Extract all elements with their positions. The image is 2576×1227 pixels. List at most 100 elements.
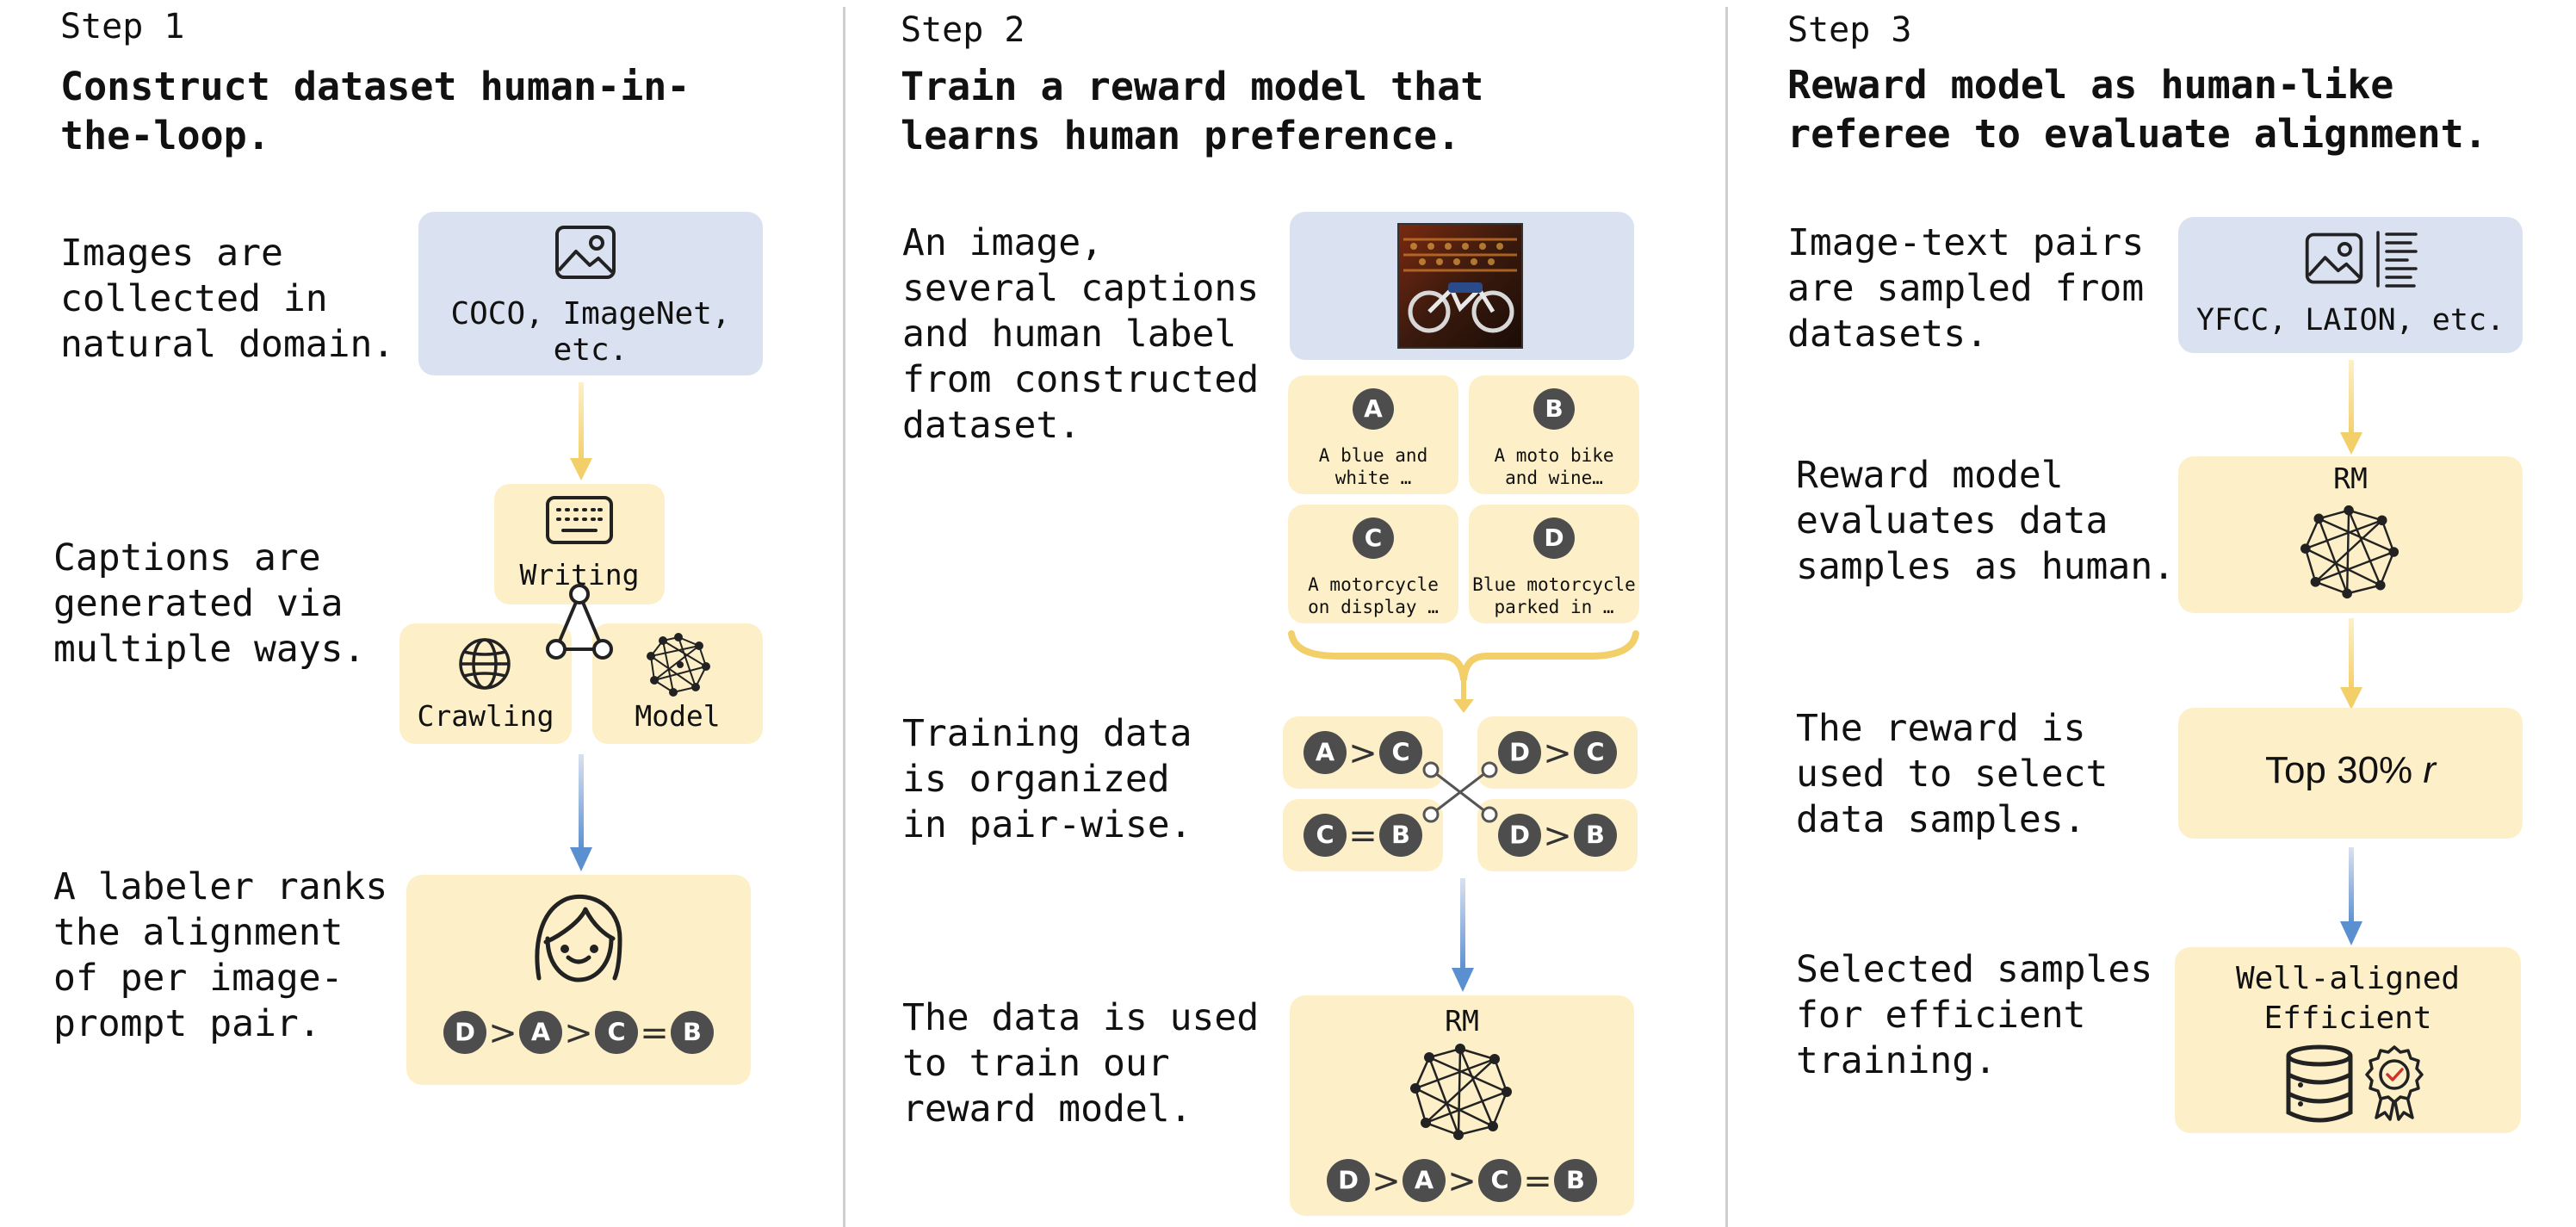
step2-desc-train: The data is used to train our reward mod… [902,996,1260,1131]
rank2-badge [1403,1159,1446,1202]
step2-desc-input: An image, several captions and human lab… [902,221,1260,447]
badge-a-letter: A [1364,394,1383,423]
step3-desc-reward: The reward is used to select data sample… [1796,707,2108,841]
step3-desc-evaluate: Reward model evaluates data samples as h… [1796,454,2176,588]
badge-d: D [1533,517,1575,559]
step3-desc-sample: Image-text pairs are sampled from datase… [1787,221,2145,356]
rank2-letter: A [1415,1166,1434,1195]
caption-d-line2: parked in … [1494,597,1614,617]
output-line2: Efficient [2263,1001,2432,1036]
image-source-line2: etc. [553,332,629,368]
caption-c-text: A motorcycle on display … [1288,573,1458,618]
badge-b: B [1533,388,1575,430]
caption-b-box: B A moto bike and wine… [1469,375,1639,494]
caption-b-text: A moto bike and wine… [1469,444,1639,489]
pair-4: D>B [1498,814,1617,857]
pair1-letter: C [1391,738,1409,767]
pair-source-box: YFCC, LAION, etc. [2178,217,2523,353]
caption-c-line1: A motorcycle [1308,574,1439,595]
document-icon [2376,231,2418,288]
rm-label-step2: RM [1445,1004,1479,1038]
database-icon [2286,1044,2353,1123]
caption-a-line1: A blue and [1318,445,1428,466]
step1-title: Construct dataset human-in- the-loop. [60,62,690,160]
image-icon [555,226,616,279]
step3-title-line1: Reward model as human-like [1787,62,2394,108]
rank2-operator: > [1372,1162,1401,1201]
rank2-badge [1478,1159,1521,1202]
keyboard-icon [546,496,613,544]
arrow-down-step3-a [2340,360,2362,455]
image-source-box: COCO, ImageNet, etc. [418,212,763,375]
network-icon-step3 [2300,505,2400,599]
pair3-badge [1574,731,1617,774]
step3-label: Step 3 [1787,10,1912,50]
pair2-operator: = [1348,816,1378,856]
pair-source-text: YFCC, LAION, etc. [2195,303,2505,338]
pair4-letter: D [1509,821,1530,850]
rank1-letter: C [607,1018,625,1047]
pair1-badge [1303,731,1347,774]
sample-image-box [1290,212,1634,360]
pair2-letter: B [1391,821,1410,850]
cross-link-icon [1422,761,1498,823]
pair1-badge [1379,731,1422,774]
rank2-letter: C [1490,1166,1508,1195]
caption-c-box: C A motorcycle on display … [1288,505,1458,623]
reward-model-box-step2: RM D>A>C=B [1290,995,1634,1216]
top-selection-label: Top 30% [2264,749,2424,791]
step1-title-line2: the-loop. [60,113,270,158]
badge-c-letter: C [1365,524,1383,552]
rank1-operator: > [488,1013,517,1053]
pair-3: D>C [1498,731,1617,774]
pair2-letter: C [1316,821,1334,850]
network-icon [647,633,710,697]
badge-b-letter: B [1545,394,1563,423]
badge-d-letter: D [1544,524,1564,552]
step1-desc-labeler: A labeler ranks the alignment of per ima… [53,865,388,1045]
rank2-operator: = [1523,1162,1552,1201]
pair-3-box: D>C [1477,716,1638,789]
rm-label-step3: RM [2333,462,2368,495]
pair3-badge [1498,731,1541,774]
reward-model-box-step3: RM [2178,456,2523,613]
top-selection-text: Top 30% r [2178,749,2523,792]
crawling-label: Crawling [417,699,554,733]
step2-desc-pairwise: Training data is organized in pair-wise. [902,712,1192,846]
model-label: Model [635,699,721,733]
rank-row-step1: D>A>C=B [443,1011,714,1054]
step3-title: Reward model as human-like referee to ev… [1787,60,2487,158]
divider-2 [1725,7,1728,1227]
caption-d-text: Blue motorcycle parked in … [1469,573,1639,618]
caption-b-line2: and wine… [1505,468,1603,488]
person-icon [535,894,622,982]
pair-2: C = B [1303,814,1422,857]
pair1-operator: > [1348,734,1378,773]
crawling-box: Crawling [399,623,572,744]
pair-1-box: A>C [1283,716,1443,789]
pair2-badge [1303,814,1347,857]
rank2-letter: B [1566,1166,1585,1195]
arrow-down-step3-b [2340,618,2362,710]
caption-d-line1: Blue motorcycle [1472,574,1636,595]
step1-label: Step 1 [60,7,185,46]
badge-c: C [1353,517,1394,559]
step3-title-line2: referee to evaluate alignment. [1787,111,2487,157]
step1-desc-captions: Captions are generated via multiple ways… [53,536,366,671]
step2-title-line2: learns human preference. [901,113,1461,158]
pair2-badge [1379,814,1422,857]
pair-2-box: C = B [1283,799,1443,871]
pair3-operator: > [1543,734,1572,773]
pair4-badge [1498,814,1541,857]
pair3-letter: D [1509,738,1530,767]
arrow-down-step2 [1452,878,1474,992]
caption-d-box: D Blue motorcycle parked in … [1469,505,1639,623]
caption-b-line1: A moto bike [1494,445,1614,466]
selected-output-box: Well-aligned Efficient [2175,947,2521,1133]
rank1-operator: > [564,1013,593,1053]
rank1-letter: A [531,1018,551,1047]
step3-desc-selected: Selected samples for efficient training. [1796,948,2153,1082]
output-line1: Well-aligned [2235,961,2461,996]
rank-row-step2: D>A>C=B [1327,1159,1597,1202]
step2-title: Train a reward model that learns human p… [901,62,1483,160]
